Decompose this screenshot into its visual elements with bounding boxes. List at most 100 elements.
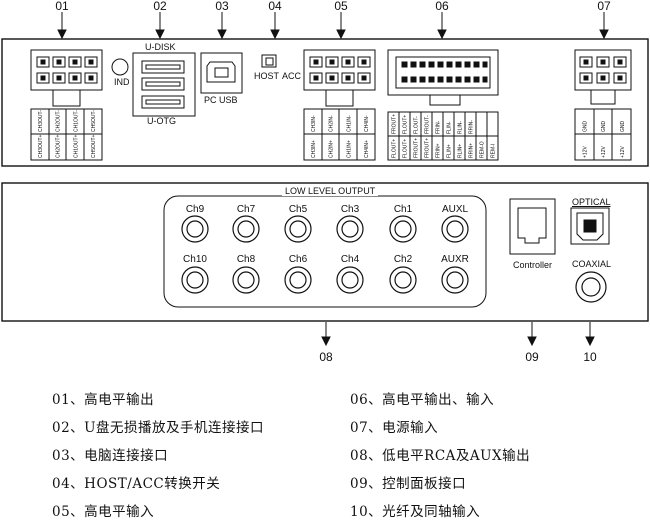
connector-01 bbox=[30, 49, 103, 161]
c01-pin-bottom-1: CH2OUT+ bbox=[56, 134, 62, 158]
connector-06 bbox=[387, 49, 499, 161]
c06-pin-bottom-1: FLOUT+ bbox=[403, 139, 409, 158]
rca-label-auxr: AUXR bbox=[441, 254, 469, 265]
c01-pin-bottom-2: CH1OUT+ bbox=[73, 134, 79, 158]
pc-usb-03 bbox=[200, 52, 243, 94]
callout-04: 04 bbox=[268, 0, 282, 13]
c07-pin-bottom-0: +12V bbox=[582, 146, 588, 158]
c01-pin-bottom-3: CH5OUT+ bbox=[91, 134, 97, 158]
c06-pin-top-2: FLOUT- bbox=[414, 116, 420, 134]
callout-09: 09 bbox=[525, 350, 539, 364]
rca-label-auxl: AUXL bbox=[441, 204, 469, 215]
c06-pin-top-0: FROUT+ bbox=[392, 114, 398, 134]
rca-label-ch1: Ch1 bbox=[393, 204, 413, 215]
usb-block-02 bbox=[132, 52, 196, 117]
callout-08: 08 bbox=[319, 350, 333, 364]
rca-jacks bbox=[181, 215, 469, 294]
c01-pin-top-0: CH3OUT- bbox=[38, 110, 44, 132]
host-acc-switch-04 bbox=[261, 54, 277, 68]
top-panel bbox=[1, 38, 649, 167]
c05-pin-bottom-1: CH2IN+ bbox=[329, 140, 335, 158]
c06-pin-top-1: FLOUT+ bbox=[403, 115, 409, 134]
callout-02: 02 bbox=[153, 0, 167, 13]
low-level-output-title: LOW LEVEL OUTPUT bbox=[282, 186, 379, 196]
connector-05 bbox=[303, 49, 376, 161]
controller-port-09 bbox=[509, 198, 556, 255]
legend-item-10: 10、光纤及同轴输入 bbox=[350, 504, 481, 520]
c07-pin-bottom-1: +12V bbox=[601, 146, 607, 158]
host-label: HOST bbox=[254, 71, 280, 81]
callout-01: 01 bbox=[55, 0, 69, 13]
c07-pin-top-0: GND bbox=[582, 121, 588, 133]
rca-label-ch10: Ch10 bbox=[183, 254, 207, 265]
legend-item-08: 08、低电平RCA及AUX输出 bbox=[350, 448, 531, 464]
c06-pin-bottom-2: FROUT+ bbox=[414, 138, 420, 158]
c01-pin-top-2: CH1OUT- bbox=[73, 110, 79, 132]
ind-led bbox=[111, 58, 129, 76]
coaxial-label: COAXIAL bbox=[572, 259, 612, 269]
c06-pin-bottom-0: FLOUT+ bbox=[392, 139, 398, 158]
c06-pin-top-4: FRIN- bbox=[436, 120, 442, 134]
callout-06: 06 bbox=[435, 0, 449, 13]
rca-label-ch4: Ch4 bbox=[340, 254, 360, 265]
c05-pin-bottom-2: CH1IN+ bbox=[346, 140, 352, 158]
c06-pin-bottom-9: REM-I bbox=[491, 144, 497, 158]
c06-pin-top-7: RRIN- bbox=[469, 120, 475, 134]
u-disk-label: U-DISK bbox=[145, 42, 176, 52]
c06-pin-bottom-4: FRIN+ bbox=[436, 143, 442, 158]
bottom-panel bbox=[1, 182, 649, 322]
bottom-callout-arrows bbox=[321, 322, 595, 347]
ind-label: IND bbox=[114, 77, 130, 87]
acc-label: ACC bbox=[282, 71, 302, 81]
rca-label-ch5: Ch5 bbox=[288, 204, 308, 215]
pin-labels: CH3OUT- CH2OUT- CH1OUT- CH5OUT- CH3OUT+ CH2OU… bbox=[38, 110, 626, 158]
c01-pin-top-3: CH5OUT- bbox=[91, 110, 97, 132]
c06-pin-bottom-8: REM-O bbox=[480, 141, 486, 158]
legend-item-04: 04、HOST/ACC转换开关 bbox=[52, 476, 221, 492]
c05-pin-top-3: CH4IN- bbox=[364, 115, 370, 132]
legend-item-03: 03、电脑连接接口 bbox=[52, 448, 169, 464]
c06-pin-bottom-3: FROUT+ bbox=[425, 138, 431, 158]
c06-pin-bottom-7: RRIN+ bbox=[469, 143, 475, 158]
c06-pin-top-3: FROUT- bbox=[425, 115, 431, 134]
callout-07: 07 bbox=[597, 0, 611, 13]
top-callout-arrows bbox=[57, 12, 609, 40]
legend-item-09: 09、控制面板接口 bbox=[350, 476, 467, 492]
c07-pin-top-1: GND bbox=[601, 121, 607, 133]
legend-item-07: 07、电源输入 bbox=[350, 420, 439, 436]
rca-label-ch9: Ch9 bbox=[185, 204, 205, 215]
rca-label-ch3: Ch3 bbox=[340, 204, 360, 215]
c07-pin-bottom-2: +12V bbox=[620, 146, 626, 158]
optical-label: OPTICAL bbox=[572, 197, 611, 207]
callout-05: 05 bbox=[334, 0, 348, 13]
connector-07 bbox=[574, 49, 632, 161]
controller-label: Controller bbox=[513, 260, 553, 270]
rca-label-ch7: Ch7 bbox=[236, 204, 256, 215]
rca-group-box bbox=[163, 195, 487, 308]
callout-10: 10 bbox=[583, 350, 597, 364]
c01-pin-top-1: CH2OUT- bbox=[56, 110, 62, 132]
rca-label-ch6: Ch6 bbox=[288, 254, 308, 265]
c05-pin-bottom-0: CH3IN+ bbox=[311, 140, 317, 158]
c05-pin-top-0: CH3IN- bbox=[311, 115, 317, 132]
c05-pin-top-1: CH2IN- bbox=[329, 115, 335, 132]
c06-pin-bottom-5: FLIN+ bbox=[447, 144, 453, 158]
legend-item-02: 02、U盘无损播放及手机连接接口 bbox=[52, 420, 265, 436]
c01-pin-bottom-0: CH3OUT+ bbox=[38, 134, 44, 158]
rca-label-ch8: Ch8 bbox=[236, 254, 256, 265]
c05-pin-top-2: CH1IN- bbox=[346, 115, 352, 132]
legend-item-06: 06、高电平输出、输入 bbox=[350, 392, 495, 408]
c05-pin-bottom-3: CH4IN+ bbox=[364, 140, 370, 158]
optical-port bbox=[570, 207, 610, 245]
legend-item-01: 01、高电平输出 bbox=[52, 392, 155, 408]
callout-03: 03 bbox=[215, 0, 229, 13]
c06-pin-top-5: FLIN- bbox=[447, 121, 453, 134]
pc-usb-label: PC USB bbox=[204, 95, 238, 105]
c06-pin-bottom-6: RLIN+ bbox=[458, 144, 464, 158]
coaxial-port bbox=[575, 271, 607, 303]
u-otg-label: U-OTG bbox=[147, 116, 176, 126]
c06-pin-top-6: RLIN- bbox=[458, 121, 464, 134]
legend-item-05: 05、高电平输入 bbox=[52, 504, 155, 520]
rca-label-ch2: Ch2 bbox=[393, 254, 413, 265]
